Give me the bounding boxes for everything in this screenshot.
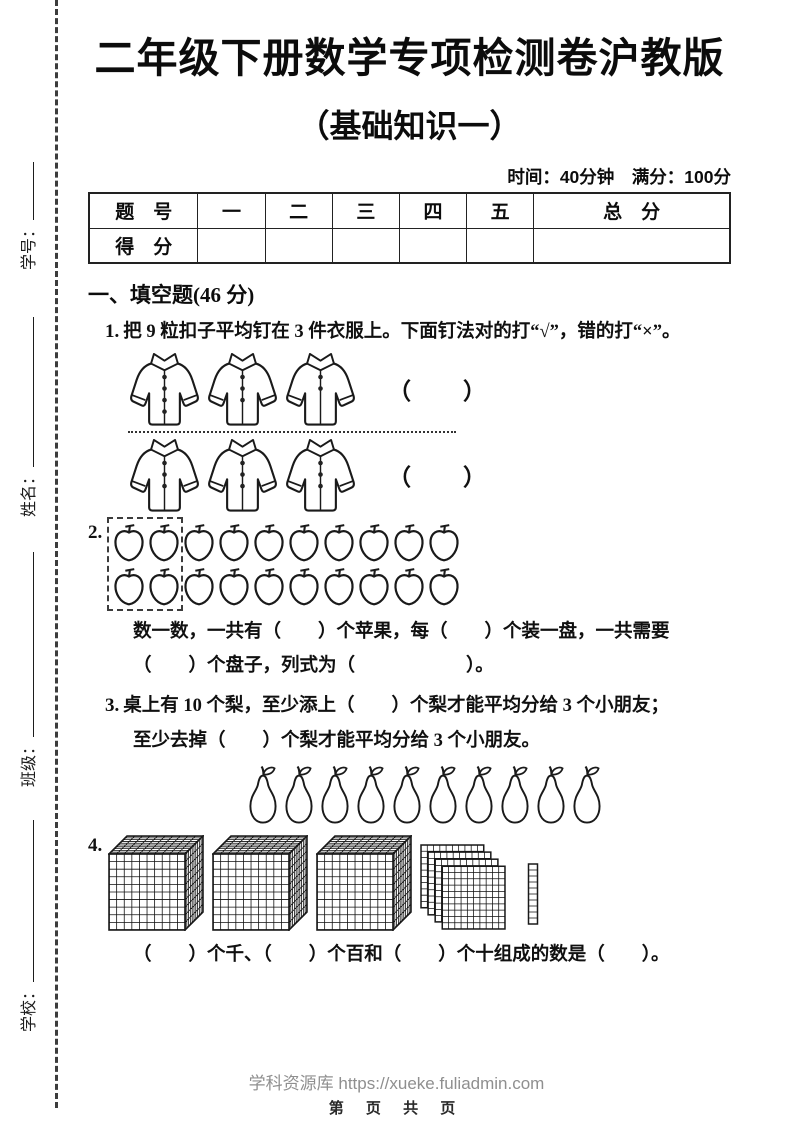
jacket-group-top <box>128 351 357 428</box>
test-paper: 二年级下册数学专项检测卷沪教版 （基础知识一） 时间：40分钟 满分：100分 … <box>88 35 731 966</box>
time-score-info: 时间：40分钟 满分：100分 <box>507 167 731 187</box>
question-number-header: 题 号 <box>88 192 199 229</box>
apple-icon <box>254 567 284 606</box>
section-heading: 一、填空题(46 分) <box>88 283 255 307</box>
apple-dashed-box <box>107 516 184 611</box>
pear-row <box>246 765 731 825</box>
pear-icon <box>321 766 349 824</box>
pear-icon <box>357 766 385 824</box>
jacket-icon <box>286 438 355 512</box>
apple-icon <box>359 567 389 606</box>
jacket-group-bottom <box>128 437 357 514</box>
jacket-icon <box>130 352 199 426</box>
score-cell <box>398 227 468 264</box>
question-3: 3.桌上有 10 个梨，至少添上（ ）个梨才能平均分给 3 个小朋友； <box>105 691 731 721</box>
jacket-icon <box>208 438 277 512</box>
apple-icon <box>149 567 179 606</box>
footer-source-link: 学科资源库 https://xueke.fuliadmin.com <box>248 1074 545 1093</box>
pear-icon <box>429 766 457 824</box>
apple-icon <box>289 523 319 562</box>
pear-icon <box>393 766 421 824</box>
ten-rod-holder <box>527 863 539 926</box>
score-table: 题 号 一 二 三 四 五 总 分 得 分 <box>88 192 731 264</box>
jacket-icon <box>208 352 277 426</box>
jacket-row: （ ） <box>128 437 588 514</box>
apple-icon <box>184 523 214 562</box>
apple-icon <box>324 523 354 562</box>
paper-subtitle: （基础知识一） <box>297 108 522 144</box>
jacket-icon <box>286 352 355 426</box>
question-1: 1.把 9 粒扣子平均钉在 3 件衣服上。下面钉法对的打“√”，错的打“×”。 <box>105 317 731 347</box>
answer-blank: （ ） <box>388 465 488 491</box>
thousand-cube-icon <box>212 835 309 932</box>
jacket-icon <box>130 438 199 512</box>
score-cell <box>197 227 266 264</box>
col-header-5: 五 <box>466 192 535 229</box>
col-header-1: 一 <box>197 192 266 229</box>
binding-dashed-line <box>55 0 58 1108</box>
apple-icon <box>359 523 389 562</box>
col-header-3: 三 <box>331 192 400 229</box>
question-3-line1: 桌上有 10 个梨，至少添上（ ）个梨才能平均分给 3 个小朋友； <box>123 696 670 717</box>
dotted-divider <box>128 430 456 433</box>
pear-icon <box>285 766 313 824</box>
pear-icon <box>573 766 601 824</box>
score-row-label: 得 分 <box>88 227 199 264</box>
col-header-2: 二 <box>264 192 333 229</box>
thousand-cube-icon <box>108 835 205 932</box>
pear-icon <box>465 766 493 824</box>
apple-icon <box>429 523 459 562</box>
question-1-text: 把 9 粒扣子平均钉在 3 件衣服上。下面钉法对的打“√”，错的打“×”。 <box>123 322 681 342</box>
apple-icon <box>429 567 459 606</box>
apple-icon <box>219 567 249 606</box>
apple-icon <box>184 567 214 606</box>
apple-icon <box>324 567 354 606</box>
question-2-number: 2. <box>88 521 103 543</box>
question-2-line2: （ ）个盘子，列式为（ ）。 <box>133 656 494 677</box>
school-label: 学校： <box>21 983 38 1032</box>
apple-icon <box>219 523 249 562</box>
pear-icon <box>249 766 277 824</box>
score-cell <box>264 227 333 264</box>
question-2: 2. <box>88 516 731 611</box>
question-3-number: 3. <box>105 695 120 717</box>
col-header-total: 总 分 <box>533 192 731 229</box>
col-header-4: 四 <box>398 192 468 229</box>
question-2-line1: 数一数，一共有（ ）个苹果，每（ ）个装一盘，一共需要 <box>133 621 670 642</box>
footer-page-number: 第 页 共 页 <box>328 1100 465 1117</box>
apple-icon <box>394 567 424 606</box>
jacket-row: （ ） <box>128 351 588 428</box>
apple-icon <box>289 567 319 606</box>
answer-blank: （ ） <box>388 379 488 405</box>
score-table-header-row: 题 号 一 二 三 四 五 总 分 <box>88 192 731 229</box>
question-4-line: （ ）个千、（ ）个百和（ ）个十组成的数是（ ）。 <box>133 945 670 966</box>
ten-rod-icon <box>528 863 539 926</box>
apple-icon <box>149 523 179 562</box>
question-4-number: 4. <box>88 835 103 857</box>
question-4: 4. <box>88 835 731 932</box>
question-1-number: 1. <box>105 321 120 342</box>
pear-icon <box>501 766 529 824</box>
apple-icon <box>254 523 284 562</box>
score-cell <box>331 227 400 264</box>
paper-title: 二年级下册数学专项检测卷沪教版 <box>94 35 725 81</box>
question-1-figure: （ ） （ ） <box>128 351 588 514</box>
score-cell <box>533 227 731 264</box>
base-ten-blocks <box>108 835 539 932</box>
apple-icon <box>114 567 144 606</box>
hundred-flats-icon <box>420 844 506 931</box>
apple-icon <box>114 523 144 562</box>
score-cell <box>466 227 535 264</box>
question-3-line2: 至少去掉（ ）个梨才能平均分给 3 个小朋友。 <box>133 730 541 751</box>
apple-grid <box>107 516 462 611</box>
score-table-score-row: 得 分 <box>88 227 731 264</box>
apple-icon <box>394 523 424 562</box>
pear-icon <box>537 766 565 824</box>
thousand-cube-icon <box>316 835 413 932</box>
